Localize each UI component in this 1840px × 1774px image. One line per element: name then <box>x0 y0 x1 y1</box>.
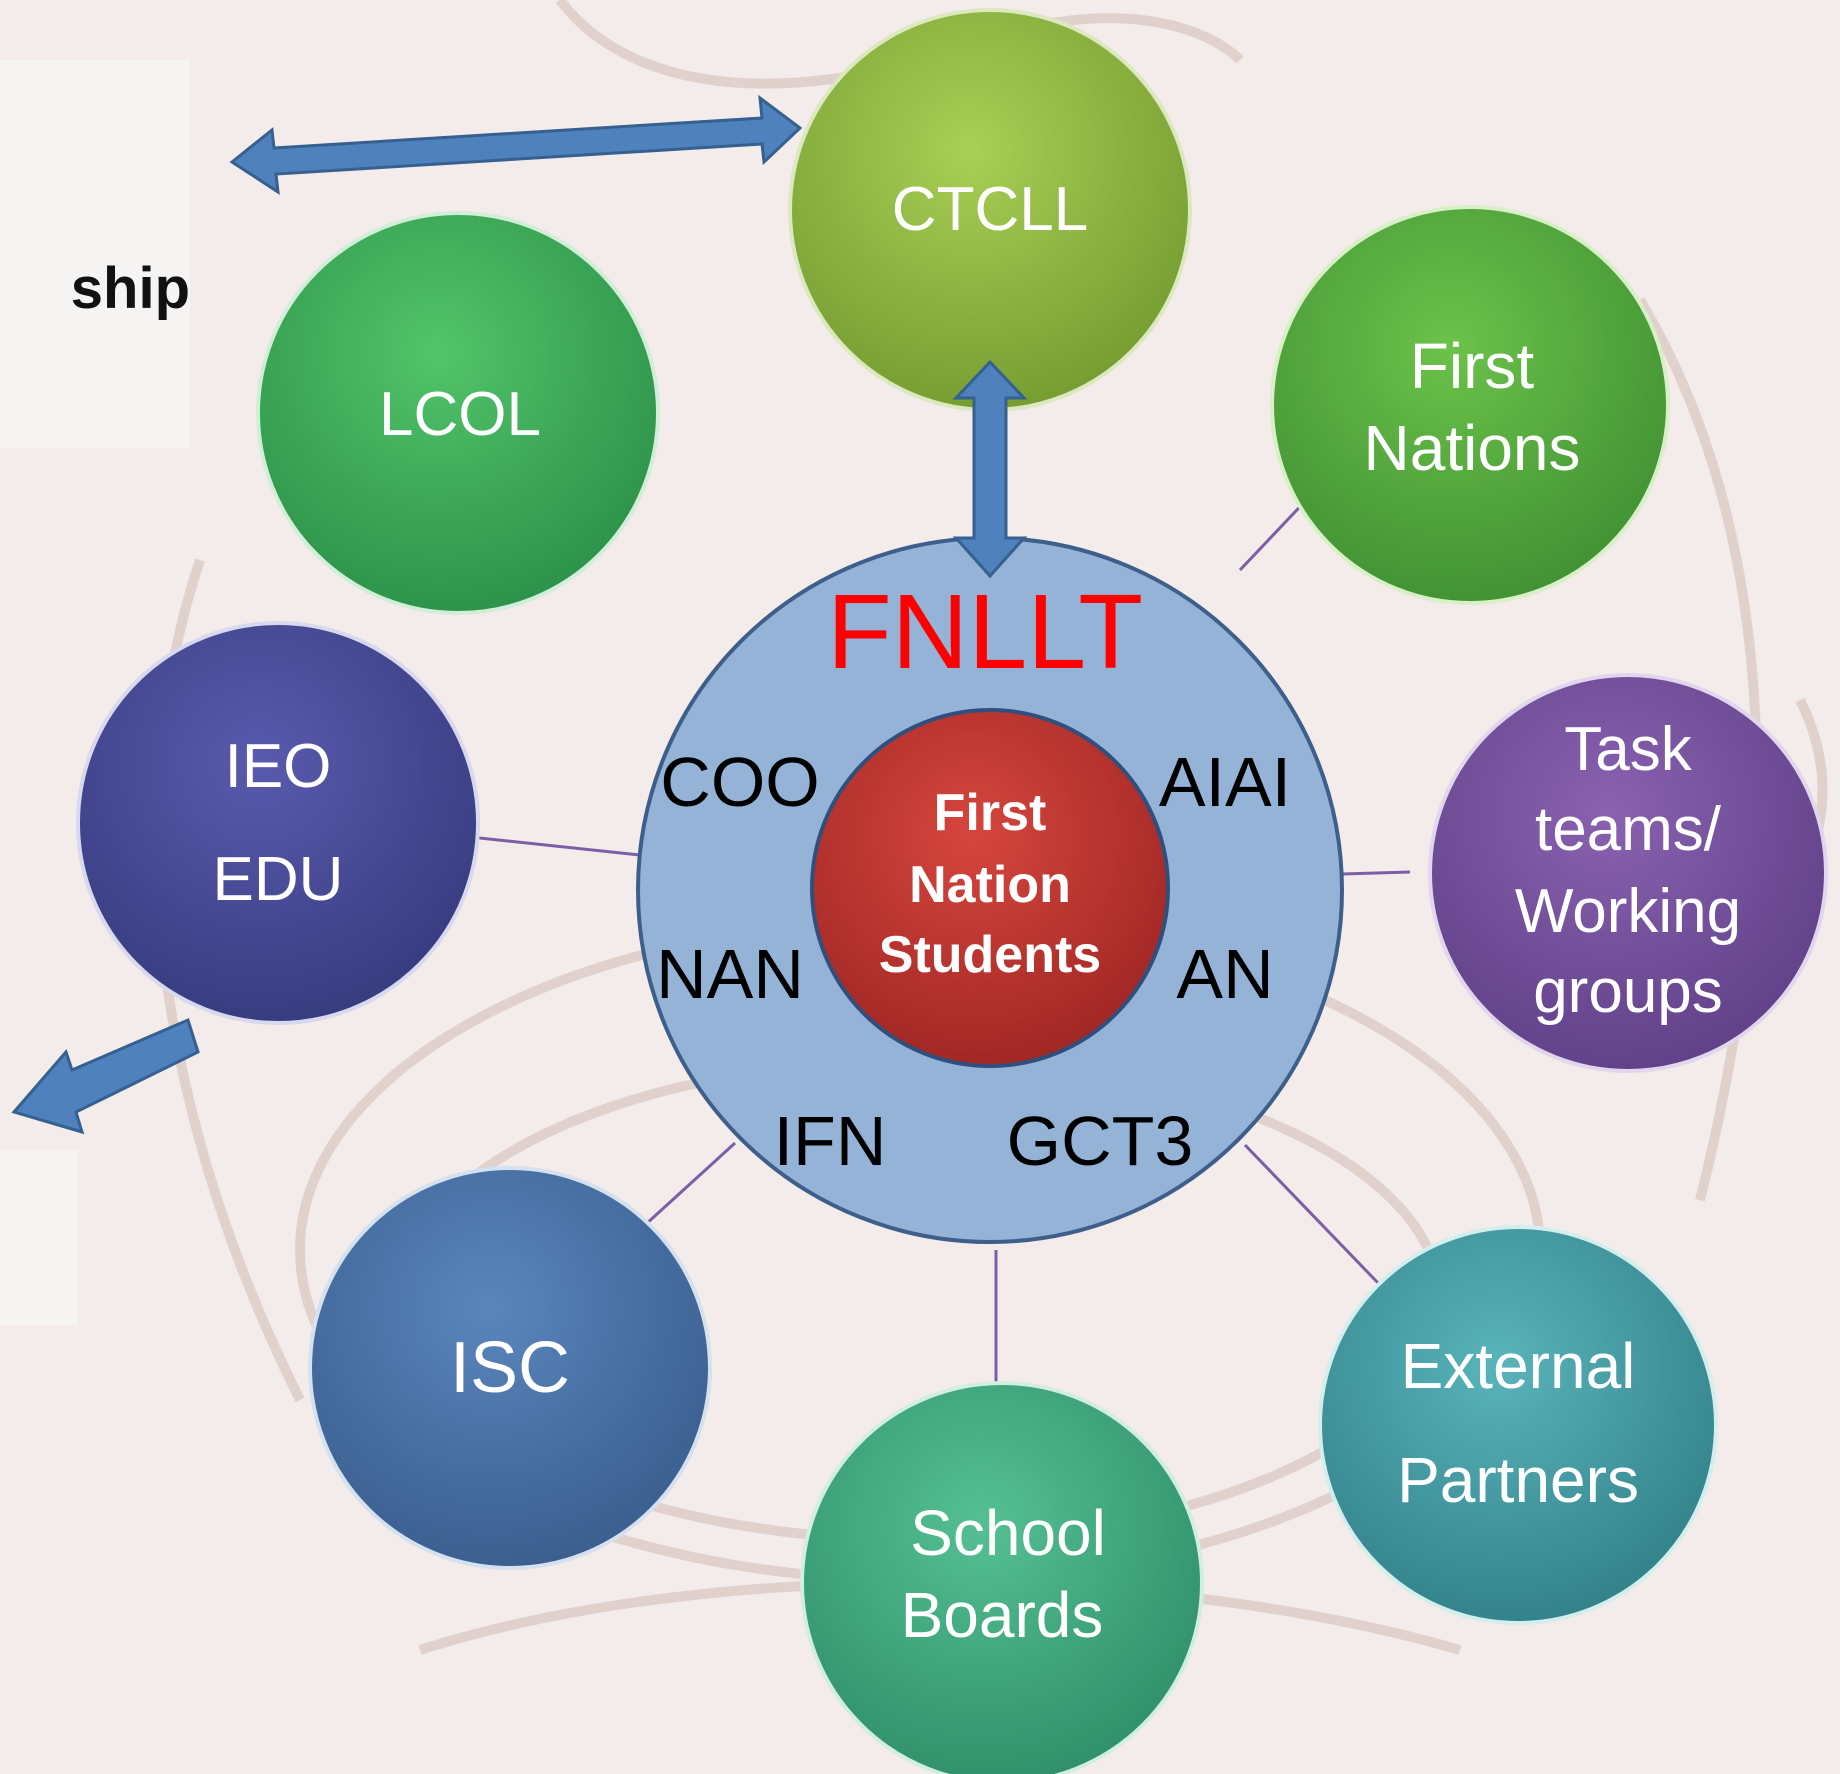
node-isc-label: ISC <box>450 1328 570 1408</box>
node-school-boards-line-1: School <box>910 1497 1106 1569</box>
node-ieo-edu-line-1: IEO <box>225 732 332 801</box>
arrow-ieo-down-left <box>11 1017 200 1135</box>
node-ieo-edu: IEO EDU <box>76 621 480 1025</box>
node-ctcll-label: CTCLL <box>892 175 1088 244</box>
connector-ieo-edu <box>469 835 641 857</box>
node-school-boards-line-2: Boards <box>901 1579 1104 1651</box>
node-task-teams-line-4: groups <box>1533 957 1723 1026</box>
connector-task-teams <box>1341 870 1411 876</box>
node-external-partners: External Partners <box>1318 1225 1718 1625</box>
node-external-partners-line-2: Partners <box>1397 1444 1639 1516</box>
left-text-box-top: ship l n ply <box>0 60 190 448</box>
node-task-teams-line-3: Working <box>1515 877 1741 946</box>
core-line-1: First <box>934 784 1047 842</box>
ring-member-gct3: GCT3 <box>1007 1102 1194 1180</box>
fnllt-title: FNLLT <box>827 573 1143 691</box>
arrow-ctcll-fnllt <box>952 359 1028 579</box>
ring-member-nan: NAN <box>656 935 804 1013</box>
connector-external-partners <box>1243 1143 1382 1287</box>
left-box-bottom-line-1: ns <box>0 1306 78 1325</box>
node-external-partners-line-1: External <box>1401 1330 1636 1402</box>
ring-member-an: AN <box>1176 935 1273 1013</box>
node-first-nations-line-2: Nations <box>1364 412 1581 484</box>
node-lcol-label: LCOL <box>379 380 541 449</box>
node-isc: ISC <box>308 1166 712 1570</box>
ring-member-ifn: IFN <box>774 1102 887 1180</box>
ring-member-coo: COO <box>660 743 819 821</box>
core-line-2: Nation <box>909 856 1071 914</box>
connector-isc <box>643 1141 737 1227</box>
ring-member-aiai: AIAI <box>1159 743 1291 821</box>
node-ctcll: CTCLL <box>788 8 1192 412</box>
node-task-teams-line-1: Task <box>1564 715 1692 784</box>
arrow-top-double <box>229 94 803 195</box>
node-lcol: LCOL <box>256 211 660 615</box>
node-ieo-edu-line-2: EDU <box>213 845 344 914</box>
node-task-teams: Task teams/ Working groups <box>1428 673 1828 1073</box>
core-line-3: Students <box>879 926 1101 984</box>
node-task-teams-line-2: teams/ <box>1535 795 1722 864</box>
node-school-boards: School Boards <box>800 1381 1204 1774</box>
core-circle <box>810 708 1170 1068</box>
left-text-box-bottom: ns es <box>0 1150 78 1325</box>
node-first-nations-line-1: First <box>1410 330 1535 402</box>
left-box-top-line-1: ship <box>70 256 190 321</box>
node-first-nations: First Nations <box>1270 205 1670 605</box>
